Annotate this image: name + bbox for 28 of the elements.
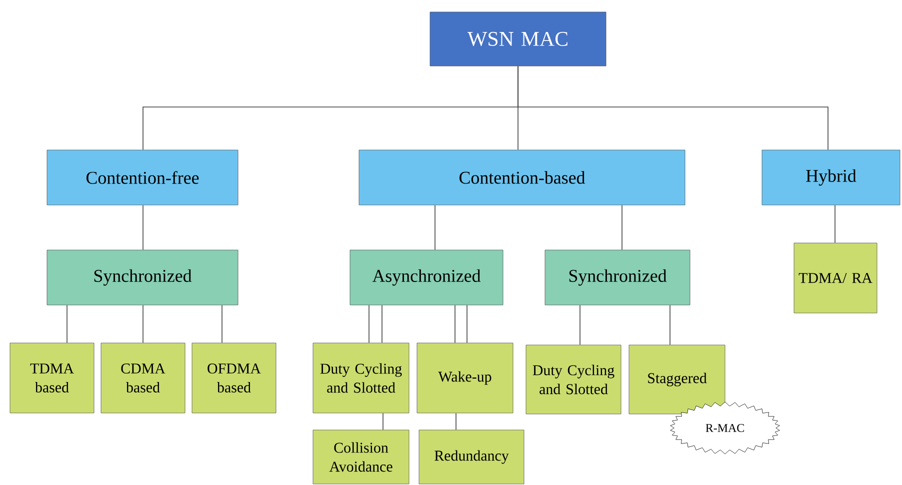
category-box: Contention-free [46, 150, 238, 206]
connector-line [66, 304, 68, 344]
title-box: WSN MAC [430, 12, 606, 66]
leaf-box: Collision Avoidance [312, 430, 410, 484]
connector-line [834, 204, 836, 244]
connector-line [454, 304, 456, 344]
leaf-box: TDMA based [10, 342, 94, 414]
connector-line [466, 304, 468, 344]
connector-line [518, 66, 828, 150]
category-box: Hybrid [762, 150, 900, 206]
leaf-box: Staggered [628, 344, 726, 414]
leaf-box: Redundancy [418, 430, 524, 484]
leaf-box: Duty Cycling and Slotted [312, 342, 410, 414]
subcategory-box: Asynchronized [350, 250, 504, 306]
leaf-box: TDMA/ RA [794, 242, 878, 314]
category-box: Contention-based [358, 150, 686, 206]
leaf-box: Duty Cycling and Slotted [526, 344, 622, 414]
connector-line [142, 304, 144, 344]
leaf-box: OFDMA based [192, 342, 276, 414]
subcategory-box: Synchronized [544, 250, 690, 306]
connector-line [142, 204, 144, 250]
starburst-callout: R-MAC [670, 402, 780, 454]
leaf-box: Wake-up [416, 342, 514, 414]
leaf-box: CDMA based [100, 342, 186, 414]
subcategory-box: Synchronized [46, 250, 238, 306]
connector-line [382, 412, 384, 430]
connector-line [368, 304, 370, 344]
connector-line [434, 204, 436, 250]
